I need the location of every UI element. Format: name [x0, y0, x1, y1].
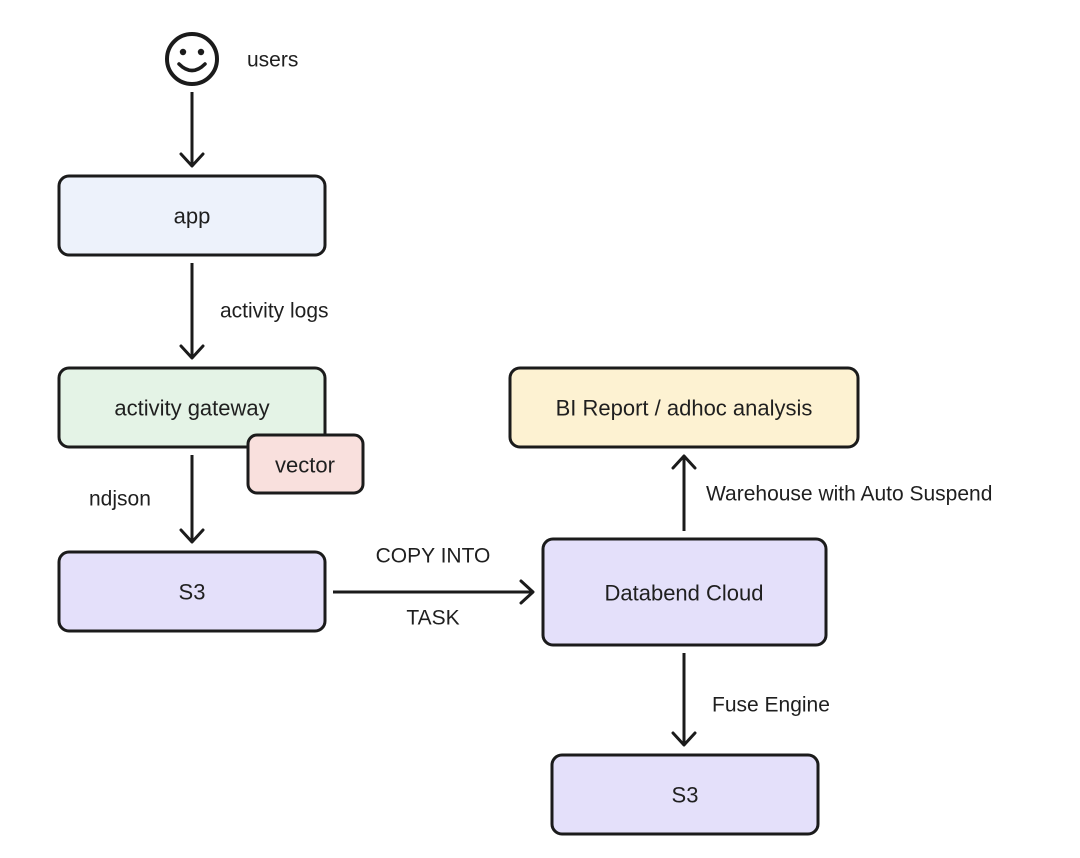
s3-storage-label: S3: [672, 783, 699, 808]
databend-cloud-label: Databend Cloud: [604, 581, 763, 606]
task-label: TASK: [406, 607, 459, 630]
activity-gateway-node[interactable]: activity gateway: [57, 366, 327, 449]
bi-report-label: BI Report / adhoc analysis: [556, 396, 813, 421]
users-label: users: [247, 49, 298, 72]
s3-storage-node[interactable]: S3: [550, 753, 820, 836]
edge-databend-to-bi: Warehouse with Auto Suspend: [671, 454, 992, 531]
bi-report-node[interactable]: BI Report / adhoc analysis: [508, 366, 860, 449]
vector-box: [246, 433, 365, 495]
smiley-face-icon: [165, 32, 219, 86]
vector-node[interactable]: vector: [246, 433, 365, 495]
vector-label: vector: [275, 453, 335, 478]
ndjson-label: ndjson: [89, 488, 151, 511]
copy-into-label: COPY INTO: [376, 545, 491, 568]
warehouse-label: Warehouse with Auto Suspend: [706, 483, 992, 506]
edge-app-to-gateway: activity logs: [179, 263, 329, 360]
activity-gateway-label: activity gateway: [114, 396, 269, 421]
edge-databend-to-s3: Fuse Engine: [671, 653, 830, 747]
bi-report-box: [508, 366, 860, 449]
databend-cloud-node[interactable]: Databend Cloud: [541, 537, 828, 647]
app-box: [57, 174, 327, 257]
edge-users-to-app: [179, 92, 205, 168]
users-actor: users: [165, 32, 298, 86]
activity-logs-label: activity logs: [220, 300, 329, 323]
s3-source-label: S3: [179, 580, 206, 605]
s3-storage-box: [550, 753, 820, 836]
app-label: app: [174, 204, 211, 229]
edge-s3-to-databend: COPY INTO TASK: [333, 545, 535, 630]
databend-cloud-box: [541, 537, 828, 647]
s3-source-node[interactable]: S3: [57, 550, 327, 633]
app-node[interactable]: app: [57, 174, 327, 257]
s3-source-box: [57, 550, 327, 633]
activity-gateway-box: [57, 366, 327, 449]
fuse-engine-label: Fuse Engine: [712, 694, 830, 717]
edge-gateway-to-s3: ndjson: [89, 455, 205, 544]
